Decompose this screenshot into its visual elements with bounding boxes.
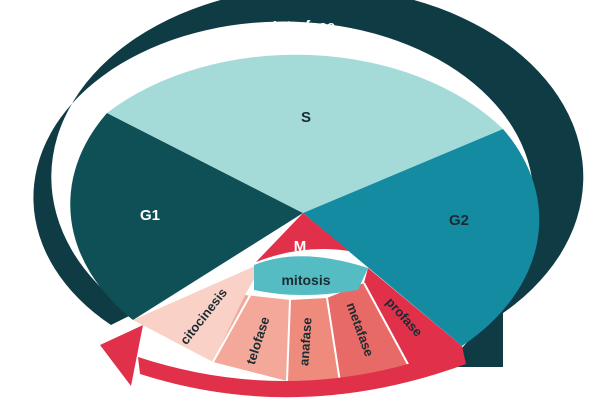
stage-anafase-label: anafase — [296, 317, 314, 366]
mitosis-arrow — [138, 346, 466, 398]
phase-g1-label: G1 — [140, 207, 160, 224]
interphase-label: Interfase — [273, 18, 336, 35]
stage-metafase-segment — [327, 283, 410, 382]
stage-citocinesis-segment — [133, 262, 264, 362]
phase-g2-sector — [303, 129, 540, 346]
mitosis-label: mitosis — [281, 272, 330, 288]
phase-m-wedge — [256, 213, 349, 262]
stage-telofase-segment — [213, 295, 290, 381]
stage-profase-segment — [364, 268, 462, 368]
stage-dividers — [212, 282, 411, 383]
phase-s-label: S — [301, 109, 311, 126]
phase-g2-label: G2 — [449, 212, 469, 229]
phase-s-sector — [107, 54, 503, 214]
phase-g1-sector — [70, 113, 304, 320]
mitosis-arrowhead — [100, 325, 143, 386]
mitosis-band — [254, 256, 368, 295]
stage-anafase-segment — [287, 298, 340, 382]
interphase-arrow — [33, 0, 584, 330]
phase-m-label: M — [294, 238, 307, 255]
